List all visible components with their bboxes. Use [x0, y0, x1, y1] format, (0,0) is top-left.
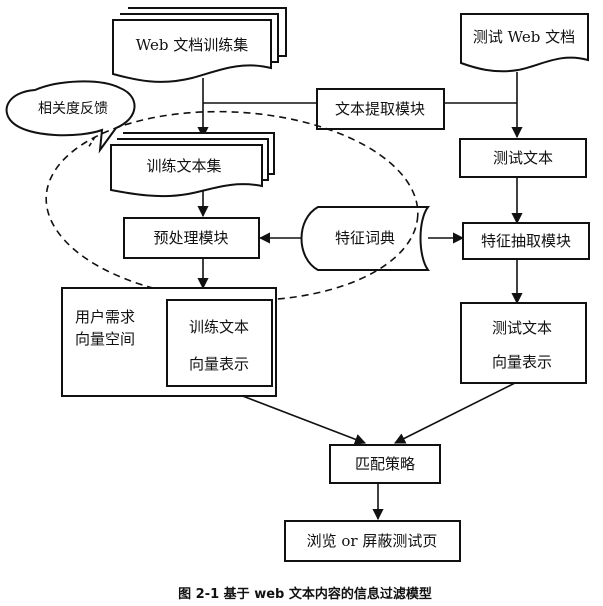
- browse-block-label: 浏览 or 屏蔽测试页: [307, 532, 438, 550]
- web-test-doc-label: 测试 Web 文档: [473, 28, 575, 46]
- feedback-pointer: [87, 136, 96, 149]
- feedback-dashed-ellipse: [45, 110, 419, 302]
- web-test-doc-node: 测试 Web 文档: [460, 13, 589, 73]
- text-extract-node: 文本提取模块: [316, 88, 445, 130]
- browse-block-node: 浏览 or 屏蔽测试页: [284, 520, 461, 562]
- relevance-feedback-node: 相关度反馈: [5, 80, 136, 154]
- doc-stack-front: [112, 19, 272, 83]
- test-vector-line1: 测试文本: [492, 319, 552, 337]
- match-strategy-box: [329, 444, 441, 484]
- test-text-label: 测试文本: [493, 149, 553, 167]
- browse-block-box: [284, 520, 461, 562]
- figure-caption: 图 2-1 基于 web 文本内容的信息过滤模型: [178, 586, 432, 602]
- web-train-set-node: Web 文档训练集: [112, 7, 287, 83]
- train-text-set-label: 训练文本集: [146, 157, 221, 175]
- test-vector-box: [460, 302, 587, 384]
- feature-extract-label: 特征抽取模块: [481, 232, 571, 250]
- web-train-set-label: Web 文档训练集: [136, 36, 248, 54]
- train-vector-box: [166, 299, 273, 387]
- feature-extract-node: 特征抽取模块: [462, 222, 590, 260]
- feature-dict-label: 特征词典: [335, 229, 395, 247]
- feature-dict-node: 特征词典: [300, 206, 431, 271]
- user-need-space-node: 用户需求 向量空间 训练文本 向量表示: [61, 287, 277, 397]
- train-text-set-node: 训练文本集: [110, 132, 275, 198]
- train-vector-line1: 训练文本: [189, 318, 249, 336]
- train-vector-line2: 向量表示: [189, 355, 249, 373]
- arrow-test-vector-to-match: [393, 381, 518, 444]
- test-text-node: 测试文本: [459, 138, 587, 178]
- preprocess-box: [123, 217, 260, 259]
- feature-dict-shape: [300, 206, 431, 271]
- text-extract-label: 文本提取模块: [335, 100, 425, 118]
- arrow-user-space-to-match: [239, 394, 367, 445]
- test-doc-shape: [460, 13, 589, 73]
- test-vector-line2: 向量表示: [492, 353, 552, 371]
- feature-extract-box: [462, 222, 590, 260]
- train-stack-front: [110, 144, 263, 198]
- user-need-line1: 用户需求: [75, 308, 135, 326]
- preprocess-node: 预处理模块: [123, 217, 260, 259]
- relevance-feedback-label: 相关度反馈: [38, 101, 108, 117]
- text-extract-box: [316, 88, 445, 130]
- preprocess-label: 预处理模块: [153, 229, 228, 247]
- test-vector-node: 测试文本 向量表示: [460, 302, 587, 384]
- test-text-box: [459, 138, 587, 178]
- match-strategy-label: 匹配策略: [355, 455, 415, 473]
- match-strategy-node: 匹配策略: [329, 444, 441, 484]
- user-need-line2: 向量空间: [75, 330, 135, 348]
